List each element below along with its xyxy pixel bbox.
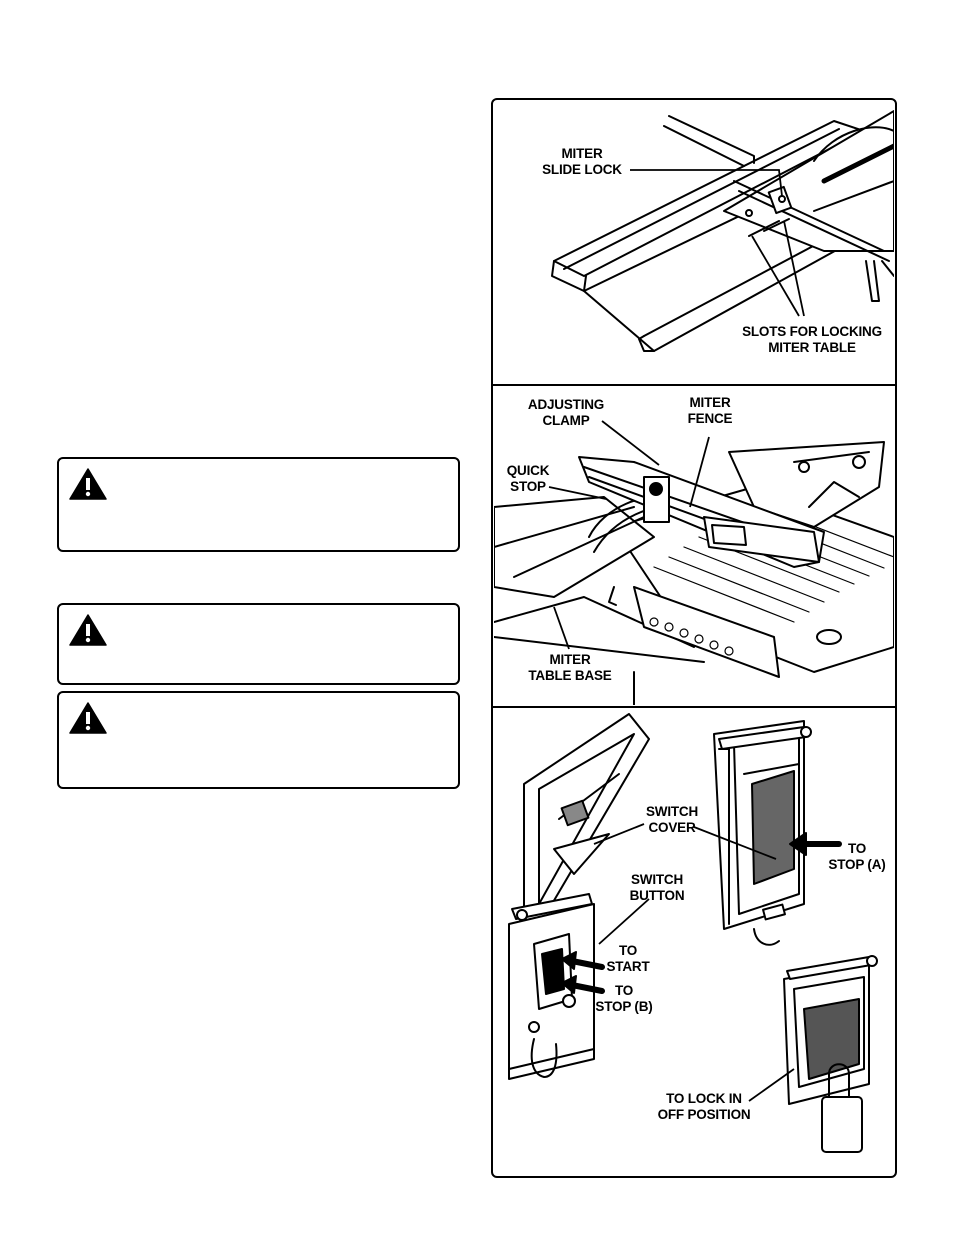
label-to-stop-b: TO STOP (B) [595,983,653,1014]
warning-box-1 [57,457,460,552]
label-slots-for-locking: SLOTS FOR LOCKING MITER TABLE [742,324,882,355]
warning-box-3 [57,691,460,789]
figure-miter-fence: ADJUSTING CLAMP MITER FENCE QUICK STOP M… [494,387,894,705]
label-to-lock-off: TO LOCK IN OFF POSITION [657,1091,751,1122]
warning-triangle-icon [69,702,107,734]
leader-lines [630,169,805,317]
label-switch-cover: SWITCH COVER [645,804,699,835]
label-miter-fence: MITER FENCE [687,395,733,426]
label-adjusting-clamp: ADJUSTING CLAMP [527,397,605,428]
label-quick-stop: QUICK STOP [506,463,550,494]
figure-miter-slide-lock: MITER SLIDE LOCK SLOTS FOR LOCKING MITER… [494,101,894,383]
warning-box-2 [57,603,460,685]
miter-fence-illustration [494,441,894,705]
figure-switch: SWITCH COVER SWITCH BUTTON TO START TO S… [494,709,894,1175]
figure-divider-1 [491,384,897,386]
switch-illustration [508,713,878,1153]
label-miter-table-base: MITER TABLE BASE [528,652,612,683]
label-to-stop-a: TO STOP (A) [828,841,886,872]
leader-lines [593,823,795,1102]
label-miter-slide-lock: MITER SLIDE LOCK [542,146,622,177]
label-to-start: TO START [606,943,650,974]
warning-triangle-icon [69,468,107,500]
warning-triangle-icon [69,614,107,646]
figure-divider-2 [491,706,897,708]
label-switch-button: SWITCH BUTTON [629,872,685,903]
miter-table-illustration [551,110,894,352]
leader-lines [548,420,710,650]
